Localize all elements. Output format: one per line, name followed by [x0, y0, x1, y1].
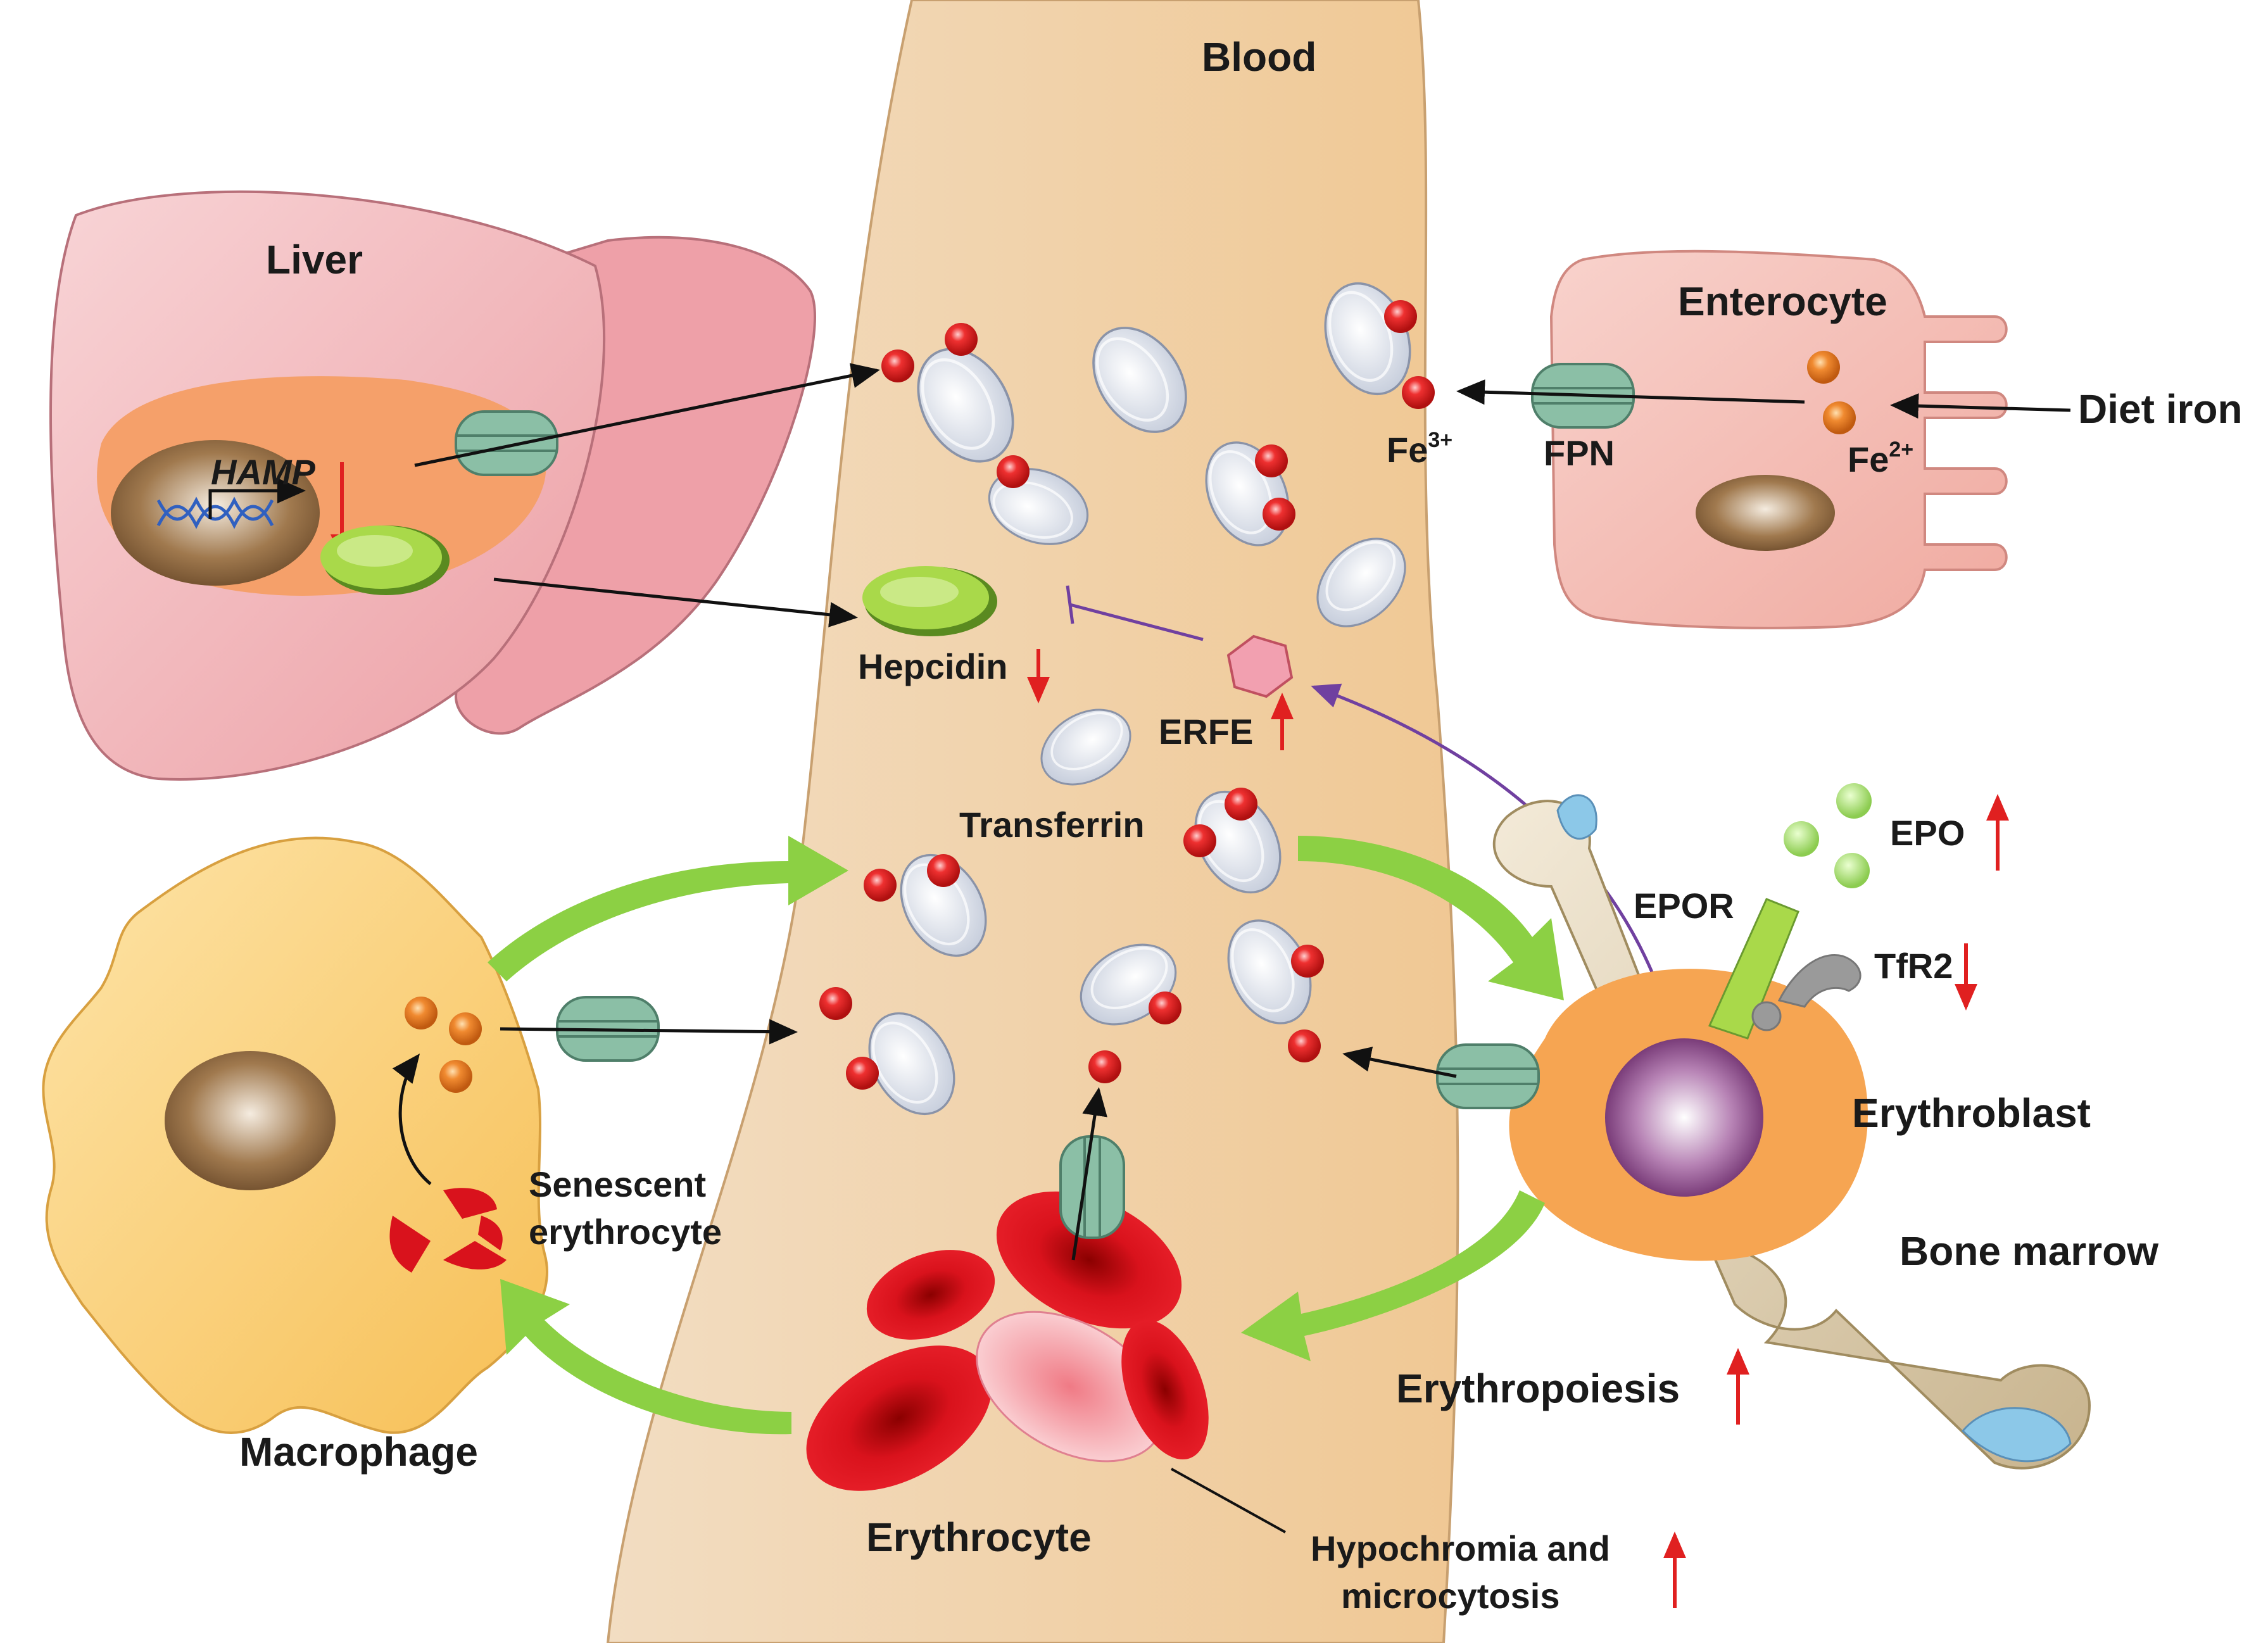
iron-ion-icon [864, 869, 897, 902]
macrophage-iron-icon [405, 997, 438, 1029]
fe2-label: Fe2+ [1848, 438, 1913, 479]
hypochromia-label-1: Hypochromia and [1311, 1528, 1610, 1568]
iron-ion-icon [945, 323, 978, 356]
iron-ion-icon [1183, 824, 1216, 857]
green-flow-arrows [488, 836, 1564, 1435]
fe2-ion-icon [1807, 351, 1840, 384]
hepcidin-secretion-arrow [493, 577, 858, 627]
fpn-channel-icon [455, 410, 558, 476]
blood-vessel [606, 0, 1459, 1643]
erfe-hexagon-icon [1226, 634, 1294, 698]
fe3-label: Fe3+ [1387, 428, 1452, 470]
iron-ion-icon [846, 1057, 879, 1090]
diet-iron-arrow [1890, 393, 2071, 419]
hepcidin-label: Hepcidin [858, 646, 1007, 686]
senescent-erythrocyte-icon [389, 1188, 507, 1273]
erythrocyte-group [806, 1191, 1209, 1491]
iron-ion-icon [1288, 1029, 1321, 1062]
microcytic-erythrocyte-icon [1121, 1320, 1209, 1459]
iron-ion-icon [1088, 1050, 1121, 1083]
macrophage-iron-icon [439, 1060, 472, 1093]
erfe-inhibition [1066, 585, 1204, 641]
iron-ion-icon [1255, 444, 1288, 477]
hypochromia-pointer [1171, 1468, 1286, 1533]
erythrocyte-to-macrophage-flow-arrow [500, 1279, 791, 1435]
erythrocyte-fpn-icon [1059, 1135, 1125, 1239]
blood-label: Blood [1202, 34, 1316, 80]
erythrocyte-iron-export-arrow [1071, 1087, 1107, 1261]
erythrocyte-label: Erythrocyte [866, 1514, 1092, 1560]
epor-label: EPOR [1634, 886, 1734, 926]
erythroblast-nucleus-icon [1605, 1038, 1763, 1197]
erythroblast-iron-export-arrow [1342, 1047, 1457, 1078]
erythrocyte-icon [866, 1250, 995, 1340]
recycle-arrow [392, 1054, 432, 1185]
senescent-label-1: Senescent [529, 1164, 706, 1204]
enterocyte-nucleus-icon [1696, 475, 1835, 551]
hepcidin-icon [320, 526, 450, 595]
enterocyte-label: Enterocyte [1678, 279, 1887, 324]
erythrocyte-icon [996, 1191, 1182, 1329]
erythroblast-to-erythrocyte-flow-arrow [1241, 1190, 1545, 1361]
erfe-label: ERFE [1159, 712, 1253, 752]
transferrin-label: Transferrin [959, 805, 1145, 845]
macrophage-iron-export-arrow [500, 1019, 798, 1045]
fe3-ion-icon [1402, 376, 1435, 409]
fe2-to-blood-arrow [1456, 379, 1805, 405]
blood-hepcidin-icon [862, 566, 997, 636]
iron-ion-icon [1225, 788, 1257, 821]
blood-to-erythroblast-flow-arrow [1298, 836, 1564, 1000]
iron-ion-icon [1384, 300, 1417, 333]
epo-icon [1784, 783, 1872, 888]
enterocyte [1549, 249, 2008, 629]
iron-ion-icon [881, 349, 914, 382]
liver-fpn-to-blood-arrow [414, 363, 880, 467]
diet-iron-label: Diet iron [2078, 386, 2243, 432]
iron-ion-icon [819, 987, 852, 1020]
erythrocyte-icon [806, 1345, 992, 1491]
iron-ion-icon [1263, 498, 1295, 531]
iron-ion-icon [1149, 991, 1181, 1024]
erythropoiesis-label: Erythropoiesis [1396, 1366, 1680, 1411]
hamp-label: HAMP [211, 452, 316, 492]
nucleus-icon [111, 440, 320, 586]
bone-marrow-label: Bone marrow [1899, 1228, 2158, 1274]
iron-ion-icon [1291, 945, 1324, 978]
epor-receptor-icon [1708, 898, 1799, 1040]
fpn-label: FPN [1544, 433, 1615, 473]
senescent-label-2: erythrocyte [529, 1212, 722, 1252]
iron-ion-icon [927, 854, 960, 887]
iron-ion-icon [997, 455, 1030, 488]
fe2-ion-icon-2 [1823, 401, 1856, 434]
epo-label: EPO [1890, 813, 1965, 853]
liver-label: Liver [266, 237, 363, 282]
tfr2-receptor-icon [1751, 954, 1862, 1031]
macrophage-label: Macrophage [239, 1429, 478, 1475]
hamp-promoter-arrow [208, 478, 306, 519]
bone-icon [1492, 794, 2091, 1470]
macrophage-iron-icon [449, 1012, 482, 1045]
tfr2-label: TfR2 [1874, 946, 1953, 986]
erythroblast-label: Erythroblast [1852, 1090, 2091, 1136]
macrophage-nucleus-icon [165, 1051, 336, 1190]
hypochromia-label-2: microcytosis [1341, 1576, 1560, 1616]
dna-icon [156, 496, 274, 529]
macrophage-to-blood-flow-arrow [488, 836, 848, 981]
